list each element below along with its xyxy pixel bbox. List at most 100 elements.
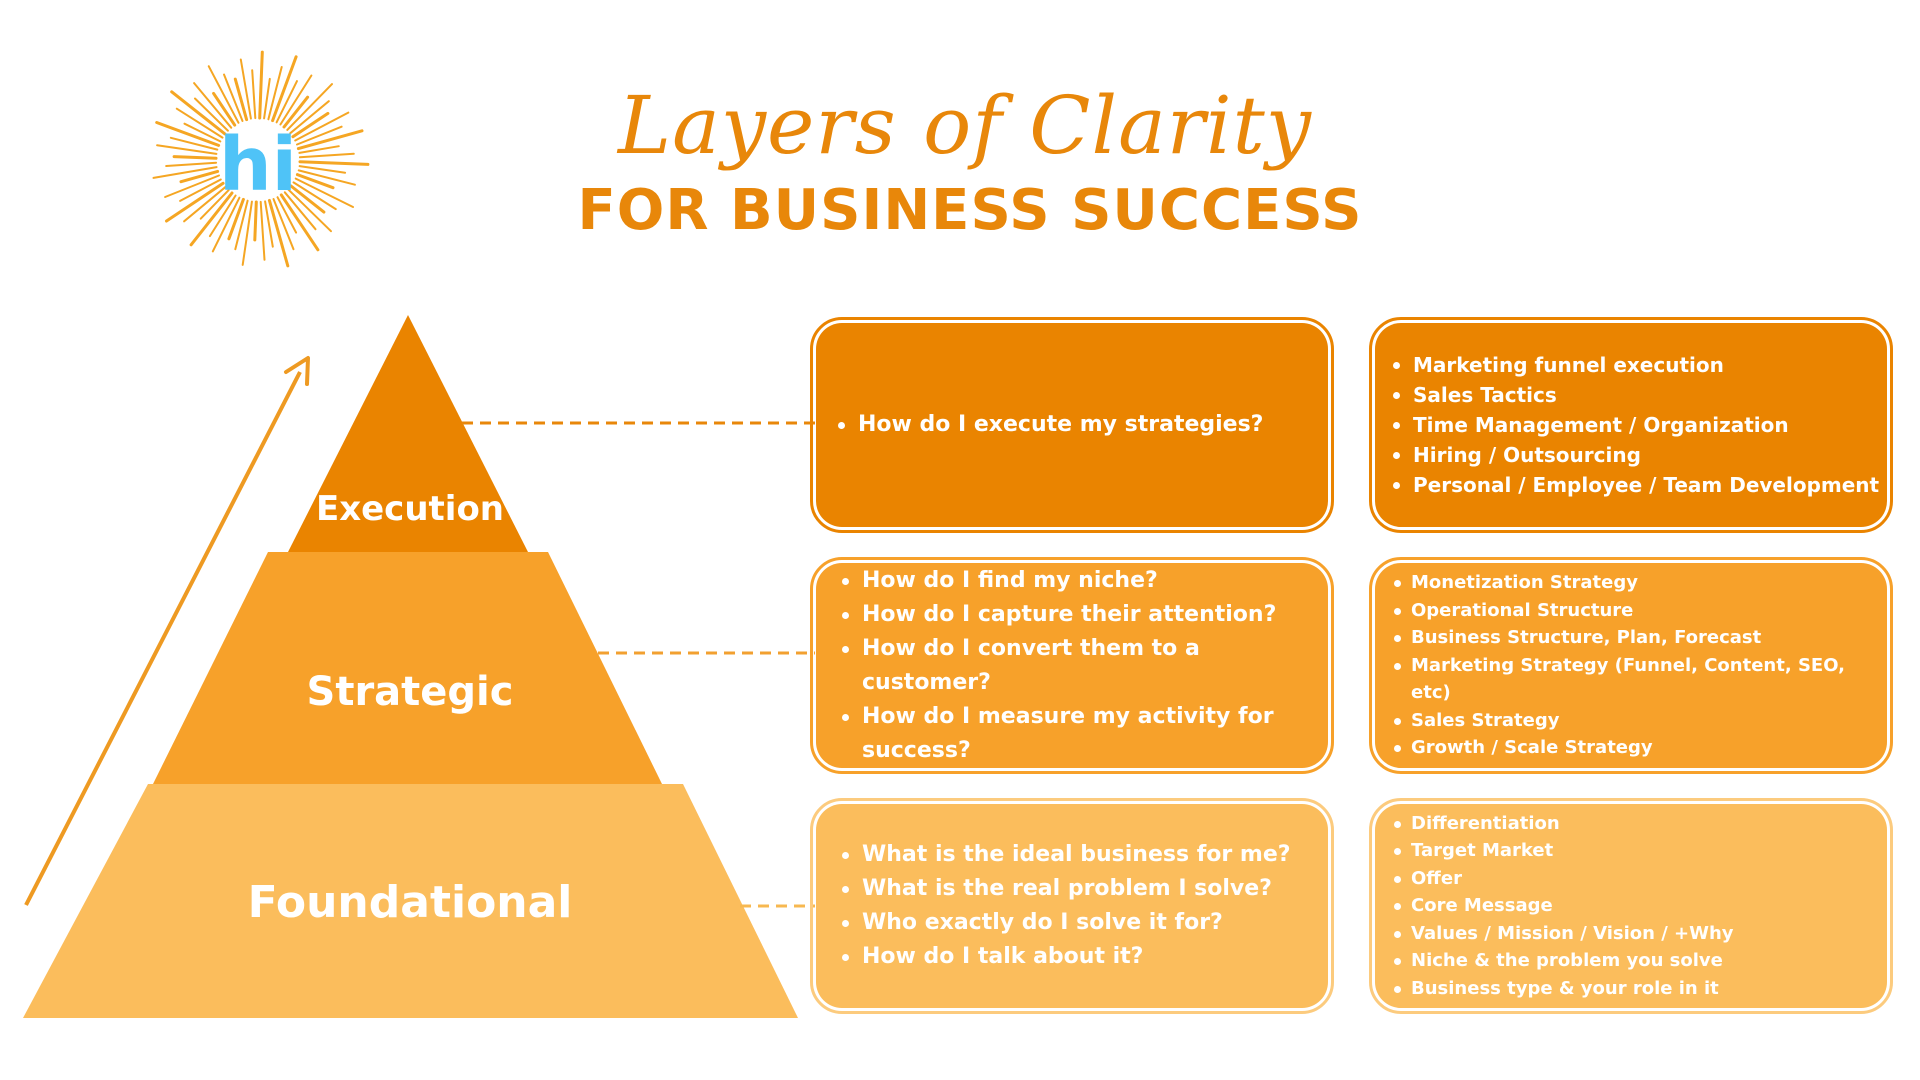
questions-box-strategic: How do I find my niche? How do I capture… — [810, 557, 1334, 774]
sun-ray — [156, 144, 218, 155]
areas-box-execution: Marketing funnel execution Sales Tactics… — [1369, 317, 1893, 533]
sun-ray — [251, 69, 257, 120]
sun-ray — [253, 200, 258, 242]
sun-ray — [271, 55, 298, 123]
area-item: Monetization Strategy — [1394, 569, 1887, 597]
growth-arrow-line — [24, 371, 302, 906]
sun-ray — [179, 178, 222, 202]
sun-ray — [267, 198, 290, 268]
sun-ray — [297, 169, 356, 186]
sun-ray — [298, 165, 347, 174]
sun-ray — [234, 199, 249, 251]
question-item: How do I find my niche? — [842, 564, 1328, 598]
sun-ray — [259, 200, 266, 261]
area-item: Business type & your role in it — [1394, 975, 1887, 1003]
sun-ray — [164, 174, 220, 198]
sun-ray — [272, 198, 295, 251]
sun-ray — [183, 185, 227, 223]
sun-ray — [296, 129, 364, 151]
areas-box-strategic: Monetization Strategy Operational Struct… — [1369, 557, 1893, 774]
area-item: Hiring / Outsourcing — [1393, 440, 1887, 470]
area-item: Core Message — [1394, 892, 1887, 920]
area-item: Offer — [1394, 865, 1887, 893]
area-item: Target Market — [1394, 837, 1887, 865]
area-item: Niche & the problem you solve — [1394, 947, 1887, 975]
area-item: Time Management / Organization — [1393, 410, 1887, 440]
pyramid-layer-execution — [288, 315, 528, 552]
sun-ray — [279, 193, 320, 252]
sun-ray — [241, 200, 253, 266]
area-item: Marketing funnel execution — [1393, 350, 1887, 380]
area-item: Personal / Employee / Team Development — [1393, 470, 1887, 500]
sun-ray — [291, 111, 330, 139]
sun-ray — [170, 90, 227, 136]
sun-ray — [175, 107, 224, 139]
sunburst-logo-icon — [152, 50, 370, 268]
sun-ray — [172, 155, 218, 160]
sun-ray — [193, 82, 233, 129]
sun-ray — [233, 77, 249, 122]
question-item: What is the real problem I solve? — [842, 872, 1328, 906]
question-item: What is the ideal business for me? — [842, 838, 1328, 872]
area-item: Sales Tactics — [1393, 380, 1887, 410]
question-item: How do I measure my activity for success… — [842, 700, 1328, 768]
sun-ray — [179, 169, 220, 184]
sun-ray — [298, 152, 355, 159]
questions-box-execution: How do I execute my strategies? — [810, 317, 1334, 533]
sun-ray — [295, 173, 335, 190]
layer-label-execution: Execution — [316, 489, 504, 529]
sun-ray — [207, 65, 240, 124]
sun-ray — [194, 97, 229, 132]
sun-ray — [282, 95, 310, 129]
sun-ray — [294, 111, 350, 142]
arrow-head-icon — [284, 356, 310, 386]
questions-box-foundational: What is the ideal business for me? What … — [810, 798, 1334, 1014]
logo-letters: hi — [219, 122, 297, 208]
sun-ray — [227, 197, 245, 241]
question-item: Who exactly do I solve it for? — [842, 906, 1328, 940]
question-item: How do I convert them to a customer? — [842, 632, 1328, 700]
sun-ray — [183, 122, 222, 143]
area-item: Differentiation — [1394, 810, 1887, 838]
area-item: Values / Mission / Vision / +Why — [1394, 920, 1887, 948]
sun-ray — [152, 166, 218, 179]
sun-ray — [165, 181, 225, 223]
question-item: How do I talk about it? — [842, 940, 1328, 974]
sun-ray — [199, 189, 230, 220]
sun-ray — [165, 161, 218, 167]
sun-ray — [263, 77, 271, 120]
sun-ray — [264, 200, 274, 248]
area-item: Marketing Strategy (Funnel, Content, SEO… — [1394, 652, 1887, 707]
sun-ray — [296, 125, 343, 146]
sun-ray — [279, 74, 313, 126]
sun-ray — [292, 181, 337, 211]
sun-ray — [275, 80, 298, 124]
area-item: Growth / Scale Strategy — [1394, 734, 1887, 762]
layer-label-foundational: Foundational — [248, 877, 573, 928]
sun-ray — [189, 191, 234, 247]
sun-ray — [289, 184, 326, 214]
sun-ray — [212, 91, 237, 127]
sun-ray — [286, 83, 333, 131]
pyramid-layer-strategic — [153, 552, 662, 784]
title-subtitle: FOR BUSINESS SUCCESS — [577, 178, 1363, 243]
sun-ray — [239, 58, 252, 120]
sun-ray — [289, 100, 330, 135]
sun-ray — [211, 196, 241, 253]
area-item: Sales Strategy — [1394, 707, 1887, 735]
sun-ray — [267, 66, 283, 121]
area-item: Operational Structure — [1394, 597, 1887, 625]
layer-label-strategic: Strategic — [307, 669, 514, 715]
title-script: Layers of Clarity — [618, 79, 1312, 172]
question-item: How do I capture their attention? — [842, 598, 1328, 632]
sun-ray — [283, 191, 317, 231]
sun-ray — [287, 188, 332, 233]
sun-ray — [223, 73, 244, 122]
sun-ray — [155, 121, 221, 147]
sun-ray — [258, 50, 264, 120]
area-item: Business Structure, Plan, Forecast — [1394, 624, 1887, 652]
sun-ray — [298, 160, 370, 166]
sun-ray — [298, 145, 340, 154]
